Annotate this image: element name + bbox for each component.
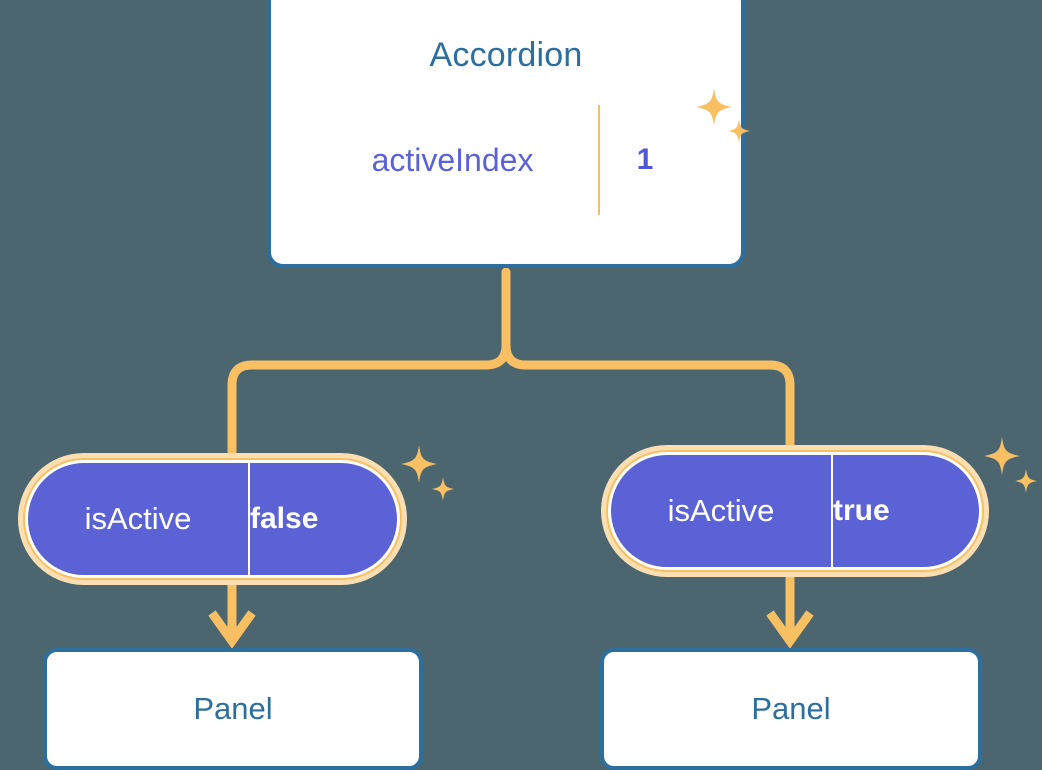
prop-value-label: false: [250, 502, 319, 535]
prop-key-label: isActive: [28, 463, 250, 575]
state-key-label: activeIndex: [307, 105, 600, 215]
prop-key-label: isActive: [611, 455, 833, 567]
panel-title: Panel: [193, 691, 273, 726]
prop-pill-isactive-left[interactable]: isActive false: [18, 453, 407, 585]
prop-value-label: true: [833, 494, 890, 527]
panel-title: Panel: [751, 691, 831, 726]
accordion-title: Accordion: [429, 36, 583, 74]
panel-component-card-left[interactable]: Panel: [43, 648, 423, 770]
state-value-label: 1: [636, 143, 654, 176]
prop-pill-isactive-right[interactable]: isActive true: [601, 445, 989, 577]
state-pill-activeindex[interactable]: activeIndex 1: [297, 95, 700, 225]
panel-component-card-right[interactable]: Panel: [600, 648, 982, 770]
